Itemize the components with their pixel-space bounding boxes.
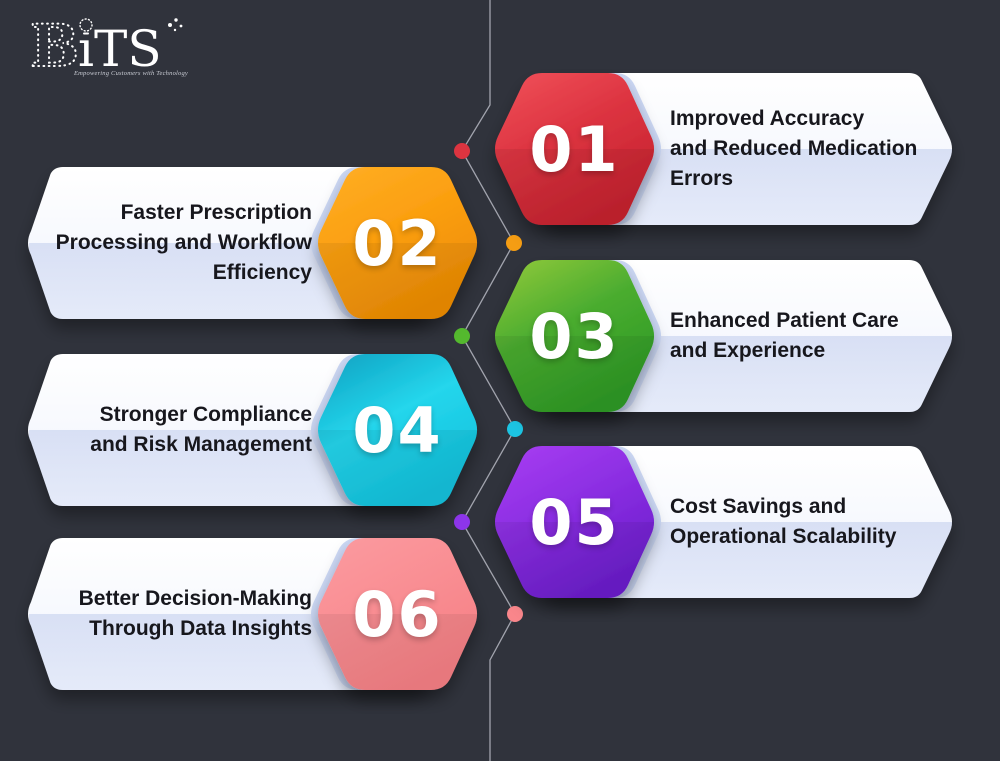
step-number: 03 xyxy=(529,299,620,373)
step-number: 06 xyxy=(352,577,443,651)
connector-dot xyxy=(454,328,470,344)
connector-dot xyxy=(454,514,470,530)
hexagon-badge xyxy=(318,538,478,690)
step-number: 01 xyxy=(529,112,620,186)
sparkle-dots xyxy=(168,18,183,32)
step-label: Stronger Compliance and Risk Management xyxy=(90,403,312,456)
step-label: Improved Accuracy and Reduced Medication… xyxy=(670,107,918,190)
step-item-02: 02 Faster Prescription Processing and Wo… xyxy=(25,167,480,319)
step-item-05: 05 Cost Savings and Operational Scalabil… xyxy=(492,446,955,598)
logo-text-its: ıTS xyxy=(78,20,162,78)
hexagon-badge xyxy=(318,167,478,319)
step-number: 02 xyxy=(352,206,443,280)
connector-dot xyxy=(506,235,522,251)
hexagon-badge xyxy=(495,260,655,412)
connector-dot xyxy=(507,606,523,622)
step-item-03: 03 Enhanced Patient Care and Experience xyxy=(492,260,955,412)
bits-logo: B ıTS Empowering Customers with Technolo… xyxy=(29,11,200,81)
logo-dotted-b: B xyxy=(30,12,79,80)
connector-line xyxy=(461,0,516,761)
step-item-06: 06 Better Decision-Making Through Data I… xyxy=(25,538,480,690)
step-label: Cost Savings and Operational Scalability xyxy=(670,495,897,548)
connector-dot xyxy=(507,421,523,437)
step-number: 04 xyxy=(352,393,443,467)
step-number: 05 xyxy=(529,485,620,559)
step-item-01: 01 Improved Accuracy and Reduced Medicat… xyxy=(492,73,955,225)
lightbulb-icon xyxy=(79,18,93,35)
hexagon-badge xyxy=(318,354,478,506)
connector-dot xyxy=(454,143,470,159)
step-label: Better Decision-Making Through Data Insi… xyxy=(78,587,312,640)
step-label: Faster Prescription Processing and Workf… xyxy=(55,201,312,284)
step-label: Enhanced Patient Care and Experience xyxy=(670,309,899,362)
hexagon-badge xyxy=(495,446,655,598)
step-item-04: 04 Stronger Compliance and Risk Manageme… xyxy=(25,354,480,506)
hexagon-badge xyxy=(495,73,655,225)
logo-tagline: Empowering Customers with Technology xyxy=(73,70,189,77)
